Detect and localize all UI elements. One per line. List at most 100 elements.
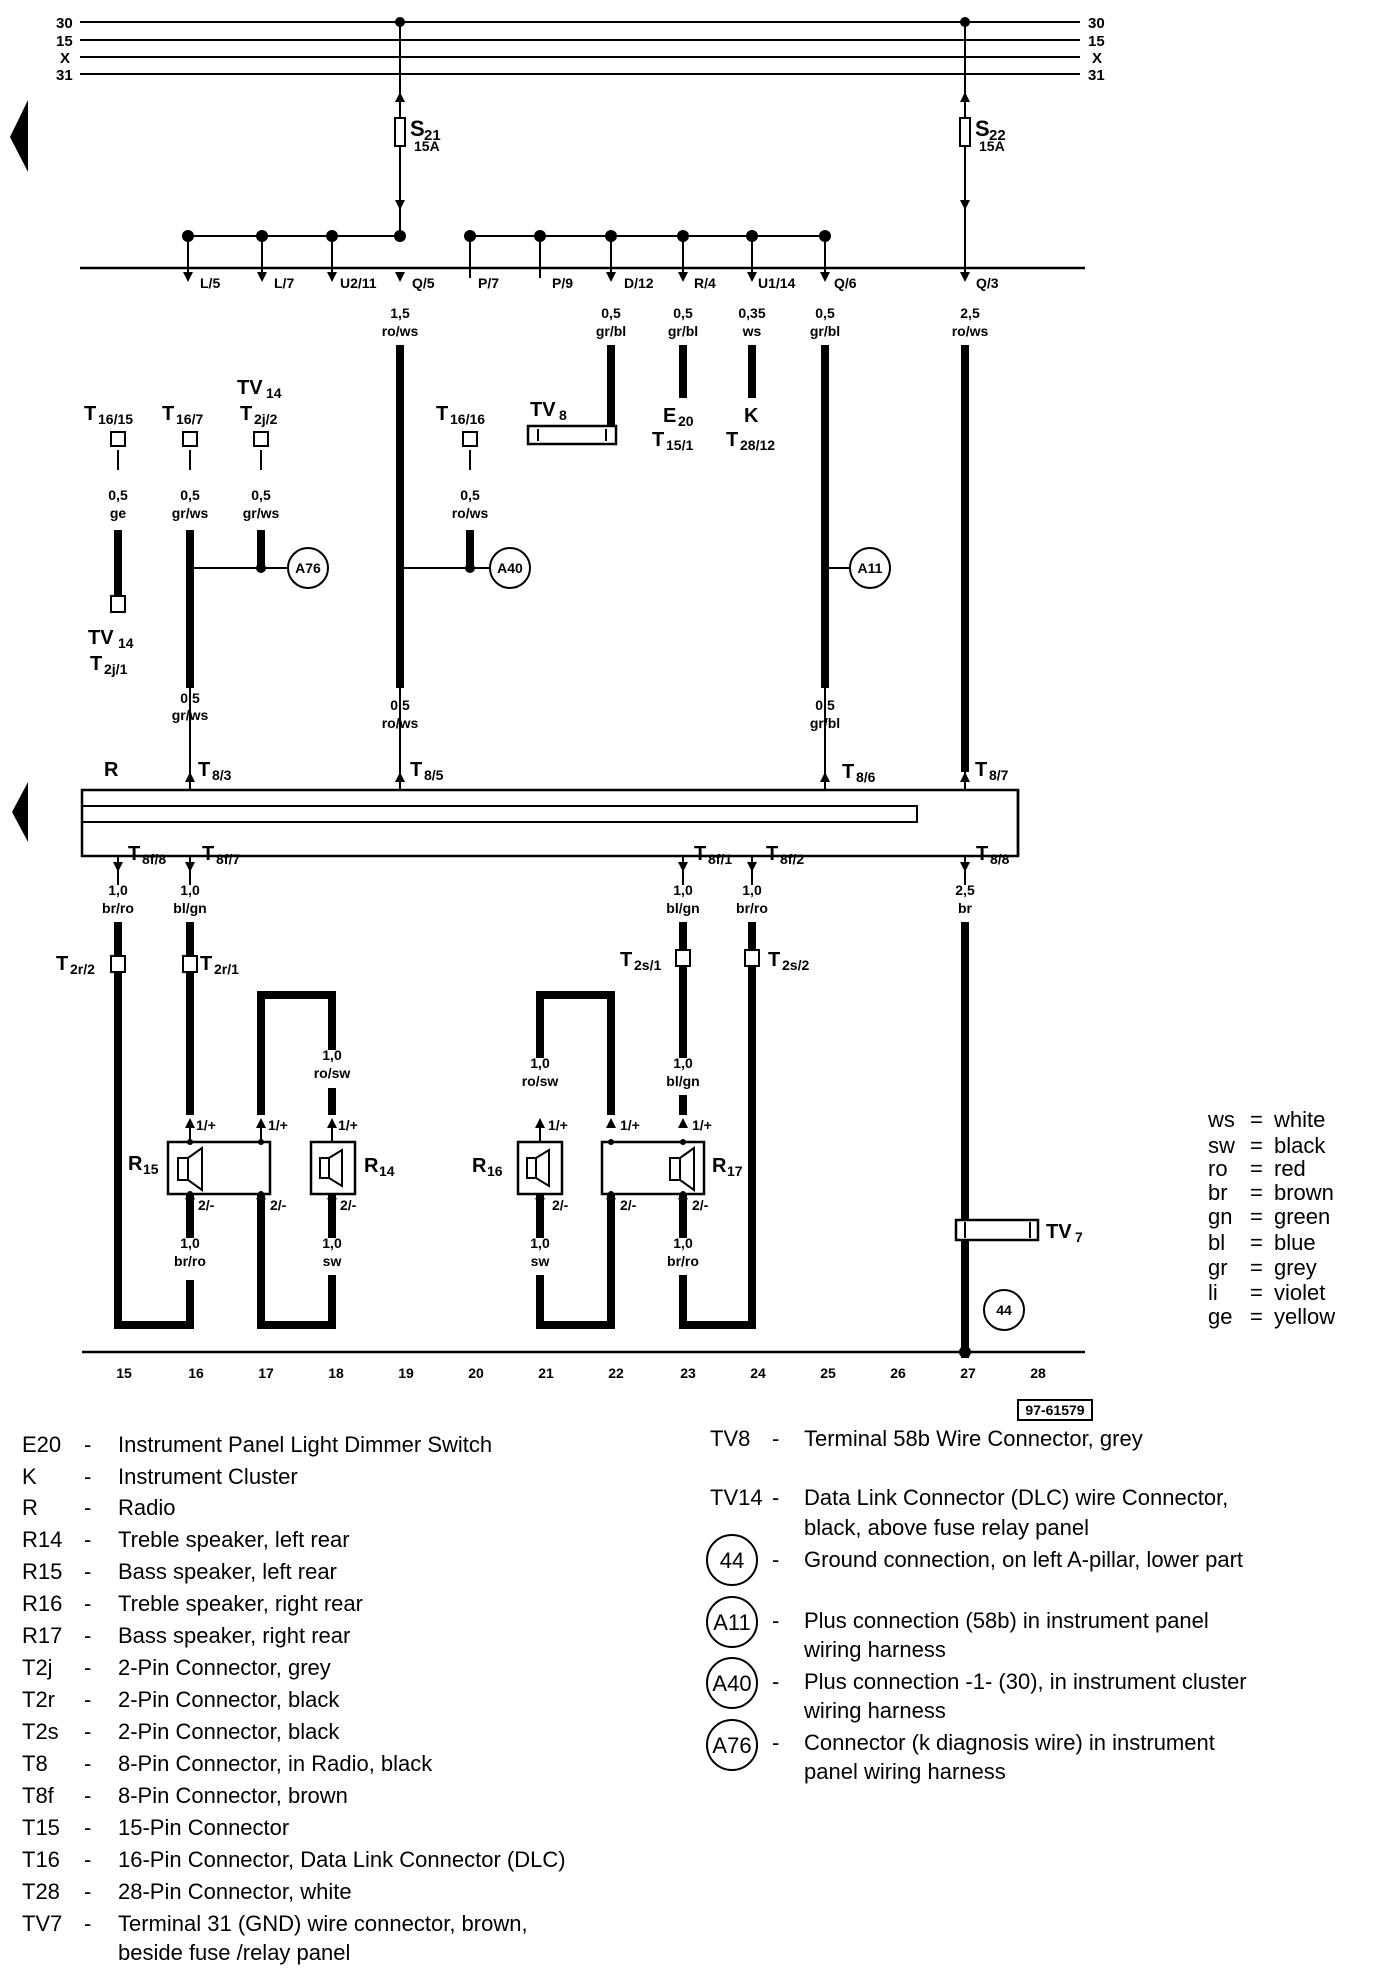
bus-label-31-right: 31 — [1088, 67, 1105, 84]
svg-text:2j/2: 2j/2 — [254, 411, 278, 427]
svg-text:TV: TV — [1046, 1221, 1072, 1243]
svg-text:0,5: 0,5 — [251, 487, 271, 503]
svg-text:24: 24 — [750, 1365, 766, 1381]
svg-text:8: 8 — [559, 407, 567, 423]
svg-text:2/-: 2/- — [198, 1197, 215, 1213]
svg-text:bl/gn: bl/gn — [666, 1073, 699, 1089]
track-numbers: 15 16 17 18 19 20 21 22 23 24 25 26 27 2… — [116, 1365, 1046, 1381]
svg-text:-: - — [772, 1547, 779, 1572]
svg-text:white: white — [1273, 1107, 1325, 1132]
svg-text:Treble speaker, right rear: Treble speaker, right rear — [118, 1591, 363, 1616]
circle-44: 44 — [983, 1289, 1025, 1331]
svg-text:ro/ws: ro/ws — [952, 323, 989, 339]
svg-text:18: 18 — [328, 1365, 344, 1381]
svg-text:red: red — [1274, 1156, 1306, 1181]
svg-text:Bass speaker, left rear: Bass speaker, left rear — [118, 1559, 337, 1584]
svg-text:16: 16 — [487, 1163, 503, 1179]
svg-text:gr/ws: gr/ws — [243, 505, 280, 521]
svg-text:2-Pin Connector, grey: 2-Pin Connector, grey — [118, 1655, 331, 1680]
svg-text:T28: T28 — [22, 1879, 60, 1904]
svg-text:16/15: 16/15 — [98, 411, 133, 427]
svg-text:ge: ge — [110, 505, 127, 521]
circle-a40: A40 — [489, 547, 531, 589]
svg-text:Instrument Panel Light Dimmer: Instrument Panel Light Dimmer Switch — [118, 1432, 492, 1457]
svg-text:2/-: 2/- — [552, 1197, 569, 1213]
svg-text:black: black — [1274, 1133, 1326, 1158]
component-e20: E 20 T 15/1 — [652, 405, 694, 453]
svg-text:T: T — [200, 953, 212, 975]
svg-text:1,0: 1,0 — [742, 882, 762, 898]
svg-text:A11: A11 — [858, 560, 883, 576]
svg-text:1,0: 1,0 — [530, 1235, 550, 1251]
svg-text:=: = — [1250, 1180, 1263, 1205]
svg-text:-: - — [84, 1911, 91, 1936]
svg-text:2s/1: 2s/1 — [634, 957, 661, 973]
svg-text:gr/ws: gr/ws — [172, 707, 209, 723]
svg-text:br/ro: br/ro — [736, 900, 768, 916]
svg-text:8f/8: 8f/8 — [142, 851, 166, 867]
svg-text:R: R — [712, 1155, 727, 1177]
svg-text:2j/1: 2j/1 — [104, 661, 128, 677]
pin-label: R/4 — [694, 275, 716, 291]
svg-text:ro/ws: ro/ws — [382, 323, 419, 339]
svg-text:22: 22 — [989, 127, 1006, 144]
svg-text:Bass speaker, right rear: Bass speaker, right rear — [118, 1623, 350, 1648]
wires-upper-thin — [117, 450, 850, 772]
speaker-r16: R 16 — [472, 1128, 564, 1208]
svg-text:violet: violet — [1274, 1280, 1325, 1305]
svg-text:0,5: 0,5 — [673, 305, 693, 321]
svg-text:gr/bl: gr/bl — [596, 323, 626, 339]
svg-text:2r/1: 2r/1 — [214, 961, 239, 977]
svg-text:8/7: 8/7 — [989, 767, 1009, 783]
svg-text:=: = — [1250, 1204, 1263, 1229]
color-key: ws = white sw = black ro = red br = brow… — [1207, 1107, 1335, 1329]
svg-text:1/+: 1/+ — [548, 1117, 568, 1133]
legend-left: E20-Instrument Panel Light Dimmer Switch… — [22, 1432, 566, 1965]
svg-text:-: - — [84, 1432, 91, 1457]
svg-text:bl/gn: bl/gn — [173, 900, 206, 916]
svg-text:A76: A76 — [712, 1733, 751, 1758]
svg-text:0,5: 0,5 — [460, 487, 480, 503]
svg-text:Radio: Radio — [118, 1495, 175, 1520]
diagram-code: 97-61579 — [1017, 1399, 1093, 1421]
svg-text:=: = — [1250, 1280, 1263, 1305]
bus-bars — [80, 21, 1080, 75]
svg-text:1/+: 1/+ — [692, 1117, 712, 1133]
svg-text:1,0: 1,0 — [673, 1055, 693, 1071]
svg-text:27: 27 — [960, 1365, 976, 1381]
svg-text:T8: T8 — [22, 1751, 48, 1776]
connector-t16-15: T 16/15 — [84, 403, 133, 447]
svg-text:1/+: 1/+ — [196, 1117, 216, 1133]
radio-bottom-lines — [117, 856, 966, 885]
svg-text:20: 20 — [678, 413, 694, 429]
svg-text:Instrument Cluster: Instrument Cluster — [118, 1464, 298, 1489]
svg-text:T: T — [652, 429, 664, 451]
svg-text:li: li — [1208, 1280, 1218, 1305]
svg-text:-: - — [84, 1655, 91, 1680]
svg-text:gr/bl: gr/bl — [668, 323, 698, 339]
svg-text:E: E — [663, 405, 676, 427]
svg-text:0,5: 0,5 — [815, 305, 835, 321]
svg-text:-: - — [772, 1485, 779, 1510]
svg-text:R16: R16 — [22, 1591, 62, 1616]
pin-label: U1/14 — [758, 275, 796, 291]
bus-label-15: 15 — [56, 33, 73, 50]
svg-text:1,0: 1,0 — [322, 1047, 342, 1063]
svg-text:8/6: 8/6 — [856, 769, 876, 785]
svg-text:K: K — [22, 1464, 37, 1489]
svg-text:14: 14 — [118, 635, 134, 651]
svg-text:-: - — [772, 1730, 779, 1755]
svg-text:14: 14 — [266, 385, 282, 401]
svg-text:wiring harness: wiring harness — [803, 1637, 946, 1662]
pin-label: Q/5 — [412, 275, 435, 291]
connector-tv8: TV 8 — [526, 399, 618, 446]
connector-tv14-top: TV 14 T 2j/2 — [237, 377, 282, 447]
pin-label: P/7 — [478, 275, 499, 291]
svg-text:-: - — [84, 1559, 91, 1584]
svg-text:2,5: 2,5 — [955, 882, 975, 898]
svg-text:R: R — [22, 1495, 38, 1520]
svg-text:8f/7: 8f/7 — [216, 851, 240, 867]
connector-tv14-bottom: TV 14 T 2j/1 — [88, 595, 134, 677]
svg-text:T8f: T8f — [22, 1783, 55, 1808]
svg-text:brown: brown — [1274, 1180, 1334, 1205]
